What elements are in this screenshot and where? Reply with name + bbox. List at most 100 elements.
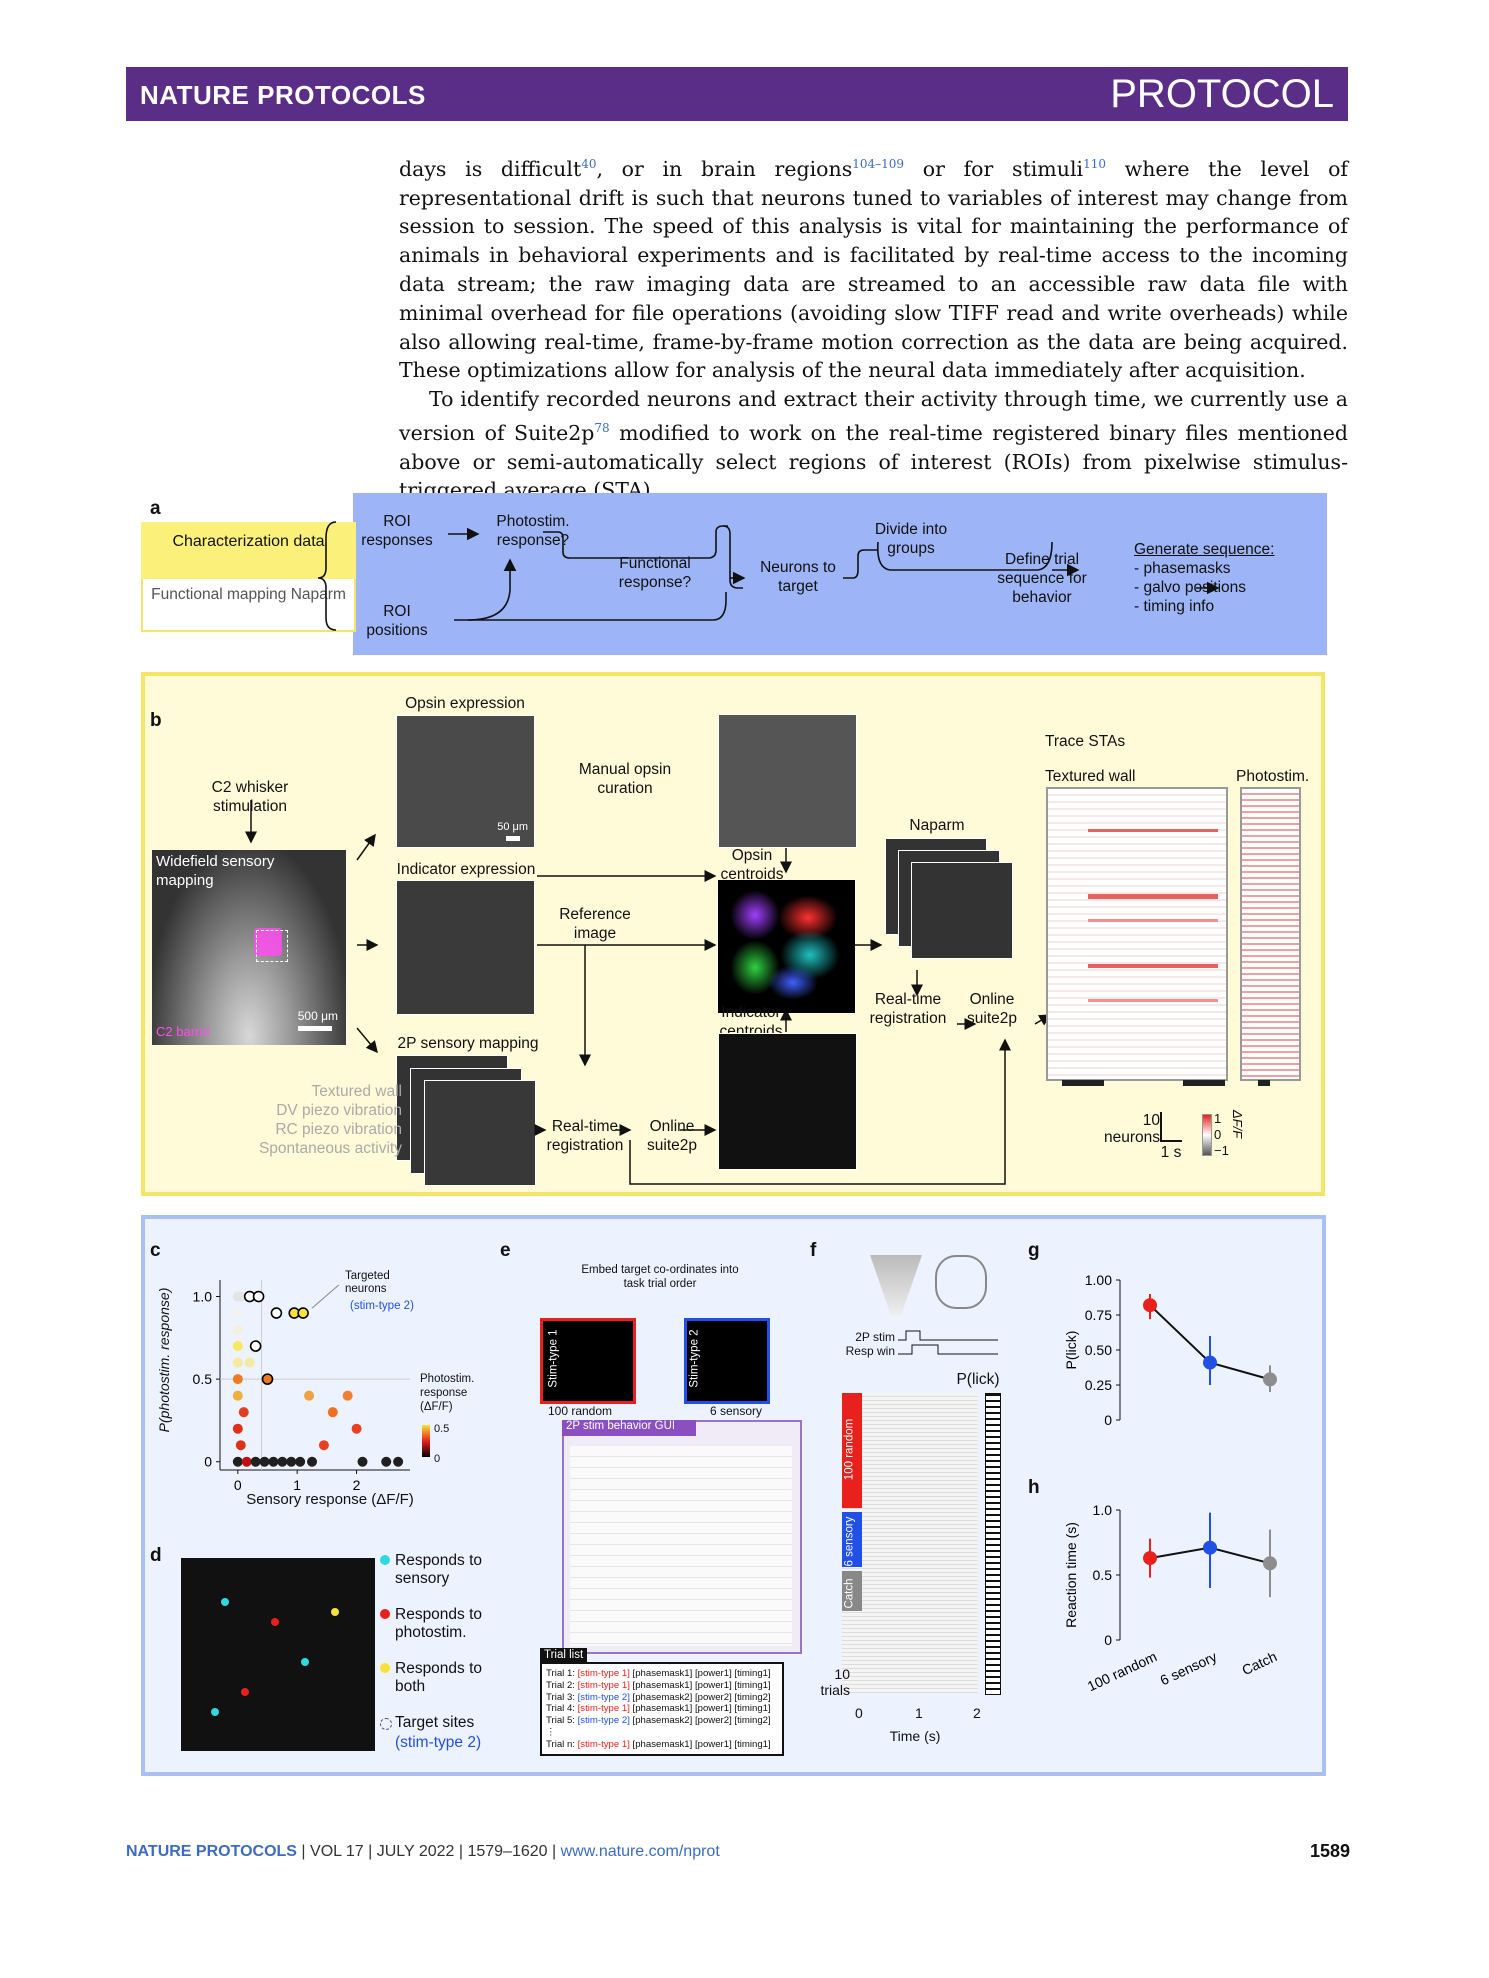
roi-positions: ROI positions [366, 603, 428, 639]
trial-row: Trial 4: [stim-type 1] [phasemask1] [pow… [546, 1703, 771, 1715]
centroid-map [718, 880, 855, 1013]
scatter-point [252, 1290, 265, 1303]
scale-bar [506, 836, 520, 841]
scatter-xlabel: Sensory response (ΔF/F) [246, 1491, 414, 1508]
scatter-point [249, 1340, 262, 1352]
scale-neurons: 10 neurons [1103, 1112, 1160, 1146]
opsin-centroids: Opsin centroids [720, 847, 784, 883]
functional-response: Functional response? [618, 555, 692, 591]
generate-title: Generate sequence: [1134, 541, 1275, 558]
cbar-c-title: Photostim. response (ΔF/F) [420, 1373, 475, 1413]
journal-name: NATURE PROTOCOLS [140, 80, 426, 110]
y-tick-label: 0 [1104, 1632, 1112, 1648]
c2-barrel-label: C2 barrel [156, 1024, 210, 1039]
panel-d-label: d [150, 1545, 162, 1566]
stim-bar [1258, 1080, 1270, 1086]
scatter-point [232, 1357, 243, 1368]
curated-opsin-image [718, 714, 857, 848]
lick-raster [842, 1393, 978, 1693]
photostim-response: Photostim. response? [496, 513, 570, 549]
legend-sub: (stim-type 2) [395, 1734, 482, 1751]
trial-row: Trial n: [stim-type 1] [phasemask1] [pow… [546, 1738, 771, 1750]
group-label: Catch [843, 1578, 856, 1609]
c2-whisker: C2 whisker stimulation [211, 779, 289, 815]
cbar-c-tick: 0 [434, 1453, 441, 1465]
y-tick-label: 0.75 [1085, 1307, 1112, 1323]
ref-link[interactable]: 110 [1083, 157, 1106, 171]
cbar-tick: 0 [1214, 1127, 1222, 1142]
naparm-label: Naparm [909, 817, 965, 834]
scatter-point [381, 1456, 392, 1467]
y-axis-label: P(lick) [1063, 1331, 1079, 1370]
scatter-point [270, 1307, 283, 1319]
scatter-point [295, 1456, 306, 1467]
panel-e-title: Embed target co-ordinates into task tria… [581, 1264, 739, 1290]
trial-row: Trial 5: [stim-type 2] [phasemask2] [pow… [546, 1715, 771, 1727]
trial-row: ⋮ [546, 1726, 556, 1738]
legend-item: Responds to photostim. [395, 1606, 483, 1641]
x-tick-label: 1 [293, 1477, 301, 1493]
gui-window: 2P stim behavior GUI [562, 1420, 802, 1654]
generate-item: - timing info [1134, 598, 1215, 615]
cbar-label: ΔF/F [1230, 1110, 1245, 1139]
f-xtick: 0 [855, 1705, 863, 1721]
targeted-annotation: Targeted neurons [345, 1270, 390, 1295]
plick-label: P(lick) [956, 1371, 1000, 1388]
stack-frame [424, 1080, 536, 1186]
trace-stas-title: Trace STAs [1045, 733, 1126, 750]
indicator-centroid-image [718, 1033, 857, 1170]
ref-link[interactable]: 78 [594, 421, 610, 435]
scatter-point [232, 1456, 243, 1467]
panel-g-label: g [1028, 1240, 1040, 1261]
condition: RC piezo vibration [275, 1121, 402, 1138]
scatter-point [235, 1440, 246, 1451]
scatter-point [393, 1456, 404, 1467]
legend-item: Responds to both [395, 1660, 483, 1695]
mean-point [1203, 1540, 1217, 1555]
stim-bar [1183, 1080, 1225, 1086]
scatter-point [297, 1307, 309, 1319]
panel-h-label: h [1028, 1477, 1040, 1498]
group-bar-random [842, 1393, 862, 1508]
scatter-point [351, 1423, 362, 1434]
trial-list-box: Trial list Trial 1: [stim-type 1] [phase… [540, 1648, 784, 1756]
scatter-point [286, 1456, 297, 1467]
gui-body [570, 1446, 792, 1646]
generate-item: - galvo positions [1134, 579, 1247, 596]
trial-row: Trial 1: [stim-type 1] [phasemask1] [pow… [546, 1668, 771, 1679]
scatter-point [342, 1390, 353, 1401]
ref-link[interactable]: 104–109 [852, 157, 905, 171]
paragraph-1: days is difficult40, or in brain regions… [399, 156, 1348, 383]
scatter-point [232, 1341, 243, 1352]
targeted-annotation-sub: (stim-type 2) [350, 1300, 414, 1312]
define-trial: Define trial sequence for behavior [997, 551, 1087, 606]
stim-type-2-label: Stim-type 2 [688, 1329, 701, 1388]
online-suite2p: Online suite2p [647, 1118, 697, 1154]
group-bar-sensory [842, 1512, 862, 1567]
category-label: 100 random [1085, 1648, 1159, 1694]
annotation-arrow [311, 1284, 340, 1309]
naparm-online: Online suite2p [967, 991, 1017, 1027]
panel-a-label: a [150, 498, 161, 519]
widefield-image: Widefield sensory mapping C2 barrel 500 … [152, 850, 346, 1045]
ref-link[interactable]: 40 [581, 157, 597, 171]
scatter-point [232, 1308, 243, 1319]
scale-label: 50 μm [497, 821, 528, 833]
y-tick-label: 1.00 [1085, 1272, 1112, 1288]
naparm-frame [911, 862, 1013, 959]
colorbar [1202, 1114, 1212, 1156]
neurons-to-target: Neurons to target [760, 559, 836, 595]
footer-link[interactable]: www.nature.com/nprot [560, 1843, 720, 1860]
mean-point [1263, 1372, 1277, 1387]
page-number: 1589 [1310, 1841, 1351, 1861]
condition: DV piezo vibration [276, 1102, 402, 1119]
manual-curation: Manual opsin curation [578, 761, 672, 797]
scale-bar-horizontal [1160, 1140, 1182, 1142]
y-tick-label: 0 [1104, 1412, 1112, 1428]
scale-bar-vertical [1160, 1112, 1162, 1142]
f-xtick: 1 [915, 1705, 923, 1721]
photostim-legend-icon [380, 1609, 390, 1619]
barrel-outline [256, 930, 288, 962]
